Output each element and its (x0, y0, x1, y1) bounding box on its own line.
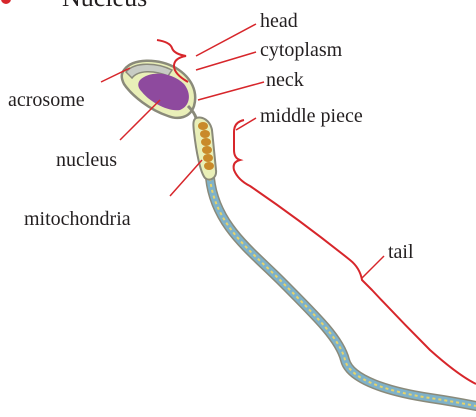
mitochondria-leader (170, 160, 202, 196)
nucleus-leader (120, 100, 160, 140)
head-leader (196, 24, 256, 56)
label-neck: neck (266, 69, 304, 91)
mitochondrion (201, 138, 211, 146)
mitochondrion (198, 122, 208, 130)
neck-leader (198, 82, 264, 100)
tail-leader (362, 256, 384, 278)
label-middle-piece: middle piece (260, 105, 363, 127)
heading: Nucleus (1, 0, 147, 12)
sperm-tail (210, 178, 476, 406)
label-mitochondria: mitochondria (24, 208, 131, 230)
mitochondrion (204, 162, 214, 170)
label-head: head (260, 10, 298, 32)
heading-text: Nucleus (62, 0, 147, 12)
label-acrosome: acrosome (8, 89, 85, 111)
middle-piece (193, 118, 216, 180)
sperm-head (122, 61, 196, 118)
tail-stripe (210, 178, 476, 406)
mitochondrion (202, 146, 212, 154)
label-cytoplasm: cytoplasm (260, 39, 343, 61)
tail-outline (210, 178, 476, 406)
mitochondrion (200, 130, 210, 138)
heading-bullet (1, 0, 11, 4)
mitochondrion (203, 154, 213, 162)
brackets (157, 40, 476, 384)
cytoplasm-leader (196, 52, 256, 70)
label-nucleus: nucleus (56, 149, 117, 171)
label-tail: tail (388, 241, 414, 263)
body-bracket (234, 120, 476, 384)
middle-piece-leader (236, 118, 256, 130)
tail-body (210, 178, 476, 406)
